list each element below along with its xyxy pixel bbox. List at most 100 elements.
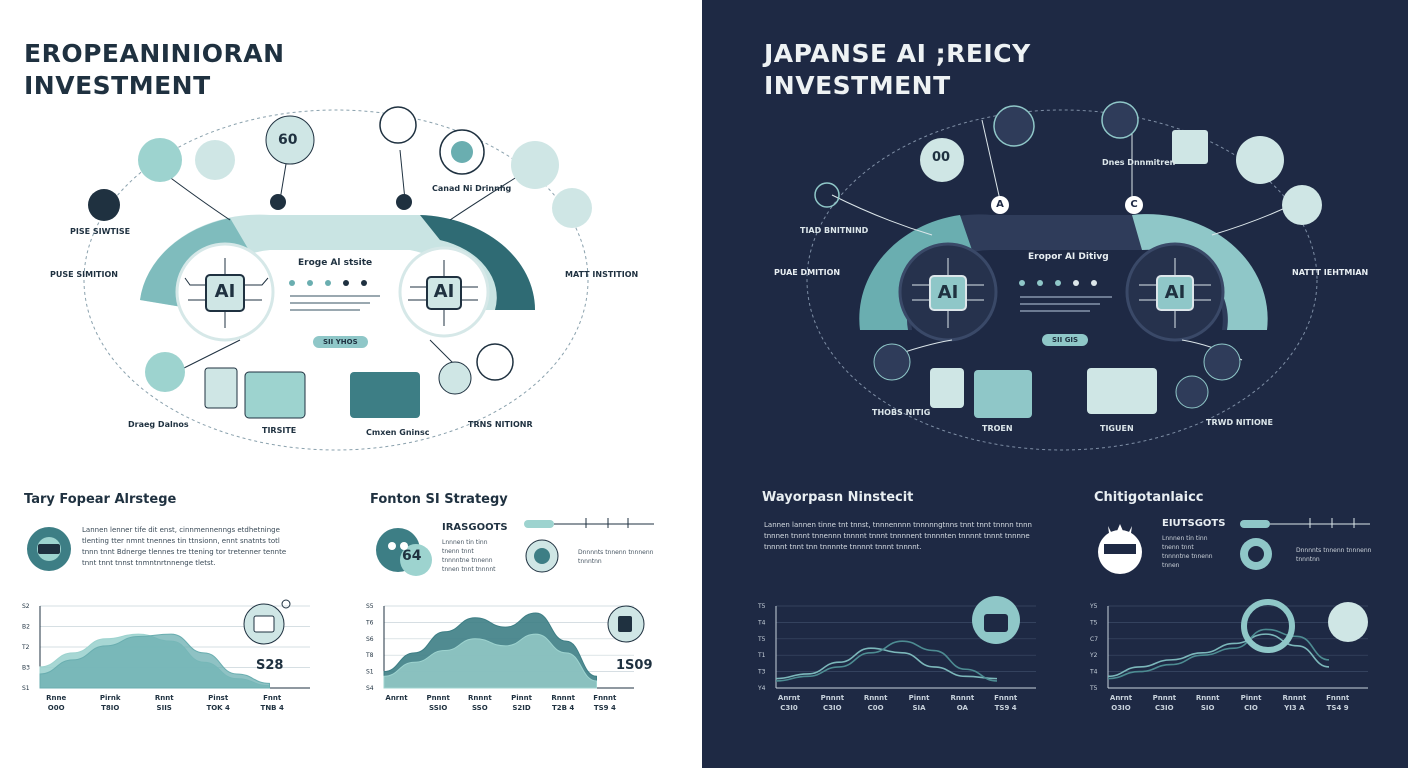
ai-label-left-right: AI xyxy=(937,282,959,303)
x-tick-label: Fnnnt xyxy=(1326,694,1350,702)
x-tick-label: C3IO xyxy=(1155,704,1174,712)
x-tick-label: Pnnnt xyxy=(821,694,845,702)
european-panel: EROPEANINIORAN INVESTMENT xyxy=(0,0,702,768)
node-gauge-icon-right xyxy=(1175,375,1209,409)
x-tick-label: TS4 9 xyxy=(1327,704,1349,712)
y-tick-label: S1 xyxy=(366,669,374,676)
section1-text: Lannen lenner tife dit enst, cinnmennenn… xyxy=(82,526,287,567)
series-1 xyxy=(39,633,270,689)
series-1 xyxy=(383,633,597,689)
left-side-heading: PUSE SIMITION xyxy=(50,270,118,279)
y-tick-label: S6 xyxy=(366,636,374,643)
orbit-ring xyxy=(83,109,589,451)
section2-head-right: EIUTSGOTS xyxy=(1162,518,1226,529)
y-tick-label: S5 xyxy=(366,603,374,610)
center-text-lines-right xyxy=(1020,296,1112,312)
x-tick-label: OA xyxy=(957,704,969,712)
node-machine-icon xyxy=(244,371,306,419)
node-label-5: Cmxen Gninsc xyxy=(366,428,430,437)
section2-text1: Lnnnen tin tinn tnenn tnnt tnnnntne tnne… xyxy=(442,539,496,573)
section2-text2: Dnnnnts tnnenn tnnnenn tnnntnn xyxy=(578,549,654,565)
node-60-icon xyxy=(265,115,315,165)
x-tick-label: C3I0 xyxy=(780,704,798,712)
node-label-6: TRNS NITIONR xyxy=(468,420,533,429)
x-tick-label: C3IO xyxy=(823,704,842,712)
x-tick-label: Rnnnt xyxy=(950,694,974,702)
x-tick-label: SSO xyxy=(472,704,488,712)
x-tick-label: Pinnt xyxy=(909,694,930,702)
series-1 xyxy=(1107,628,1330,680)
center-dots xyxy=(289,280,367,286)
node-bug-icon xyxy=(138,138,182,182)
x-tick-label: CIO xyxy=(1244,704,1258,712)
y-tick-label: C7 xyxy=(1090,636,1098,643)
node-device-icon-right xyxy=(930,368,964,408)
node-label-1-right: TIAD BNITNIND xyxy=(800,226,869,235)
ai-strategy-diagram: 60 Eroge Al stsite AI AI SII YHOS PUSE S… xyxy=(0,0,702,470)
node-clock-icon-right xyxy=(1203,343,1241,381)
node-label-2: Canad Ni Drinnhg xyxy=(432,184,512,193)
node-book-icon-right xyxy=(1172,130,1208,164)
series-0 xyxy=(775,647,998,680)
node-person-icon xyxy=(88,189,120,221)
ai-label-right-right: AI xyxy=(1164,282,1186,303)
node-factory-icon xyxy=(350,372,420,418)
x-tick-label: SSIO xyxy=(429,704,447,712)
right-arc-segment-right xyxy=(1132,214,1268,330)
center-pill-right[interactable]: SII GIS xyxy=(1042,334,1089,346)
section2-badge: 64 xyxy=(402,548,422,564)
japanese-panel: JAPANSE AI ;REICY INVESTMENT xyxy=(702,0,1408,768)
section2-timeline xyxy=(524,518,654,573)
badge-a: A xyxy=(996,199,1004,210)
right-side-heading-right: NATTT IEHTMIAN xyxy=(1292,268,1369,277)
node-robot-icon xyxy=(195,140,235,180)
right-side-heading: MATT INSTITION xyxy=(565,270,639,279)
chart1-value: S28 xyxy=(256,658,284,673)
node-label-1: PISE SIWTISE xyxy=(70,227,131,236)
center-text-lines xyxy=(290,295,380,311)
x-tick-label: O0O xyxy=(48,704,65,712)
x-tick-label: Rnnnt xyxy=(1196,694,1220,702)
x-tick-label: TS9 4 xyxy=(594,704,616,712)
diagram-graphics-right xyxy=(806,101,1322,451)
node-label-5-right: TIGUEN xyxy=(1100,424,1134,433)
center-title-right: Eropor AI Ditivg xyxy=(1028,252,1109,262)
y-tick-label: T2 xyxy=(21,644,30,651)
left-side-heading-right: PUAE DMITION xyxy=(774,268,841,277)
y-tick-label: T4 xyxy=(757,619,766,626)
series-0 xyxy=(1107,633,1330,678)
x-tick-label: Anrnt xyxy=(778,694,801,702)
chart-plot-area: Y5T5C7Y2T4T5AnrntO3IOPnnntC3IORnnntSIOPi… xyxy=(1089,603,1368,712)
x-tick-label: Rnnnt xyxy=(864,694,888,702)
x-tick-label: S2ID xyxy=(512,704,531,712)
node-printer-icon-right xyxy=(993,105,1035,147)
x-tick-label: YI3 A xyxy=(1283,704,1305,712)
chart2-gear-icon xyxy=(607,605,645,643)
node-label-2-right: Dnes Dnnmitren xyxy=(1102,158,1176,167)
section1-title: Tary Fopear Alrstege xyxy=(24,492,177,507)
series-1 xyxy=(775,640,998,682)
node-settings-icon-right xyxy=(814,182,840,208)
right-arc-segment xyxy=(420,215,536,310)
y-tick-label: T5 xyxy=(757,603,766,610)
y-tick-label: T1 xyxy=(757,652,766,659)
ai-label-left: AI xyxy=(214,281,236,302)
y-tick-label: T5 xyxy=(1089,619,1098,626)
chart-plot-area: S2B2T2B3S1RnneO0OPirnkT8IORnntSIISPinstT… xyxy=(21,603,310,712)
node-label-4: TIRSITE xyxy=(262,426,297,435)
node-bug-icon-right xyxy=(873,343,911,381)
center-pill[interactable]: SII YHOS xyxy=(313,336,368,348)
circuit-lines xyxy=(184,258,478,328)
node-gauge-icon xyxy=(438,361,472,395)
section1-title-right: Wayorpasn Ninstecit xyxy=(762,490,914,505)
x-tick-label: Rnnt xyxy=(155,694,174,702)
section2-title-right: Chitigotanlaicc xyxy=(1094,490,1204,505)
node-cloud-icon xyxy=(552,188,592,228)
section2-timeline-right xyxy=(1240,518,1370,570)
node-owl-icon xyxy=(511,141,559,189)
y-tick-label: B2 xyxy=(22,624,30,631)
y-tick-label: Y2 xyxy=(1089,652,1098,659)
